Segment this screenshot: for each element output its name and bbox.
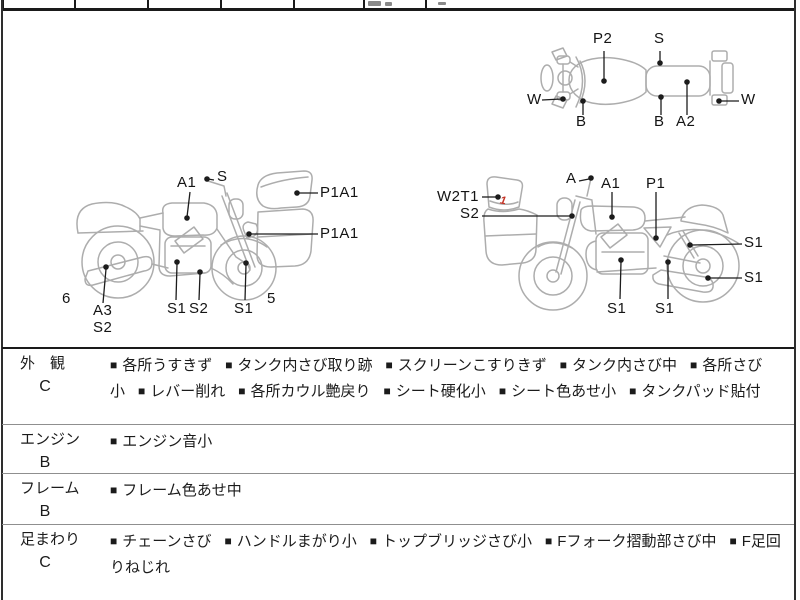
marker-label-s2: S2 — [93, 319, 113, 336]
category-label: 外 観 — [20, 355, 66, 372]
marker-label-s1-frame: S1 — [655, 300, 675, 317]
condition-item: Fフォーク摺動部さび中 — [557, 533, 717, 550]
bullet-icon: ■ — [369, 534, 378, 548]
condition-item: F足回りねじれ — [110, 533, 781, 576]
bullet-icon: ■ — [690, 358, 698, 372]
marker-label-s1-wheel: S1 — [744, 269, 764, 286]
bullet-icon: ■ — [138, 384, 146, 398]
bullet-icon: ■ — [729, 534, 737, 548]
condition-item: ハンドルまがり小 — [236, 533, 357, 550]
marker-label-6: 6 — [62, 290, 71, 307]
condition-items: ■ 各所うすきず ■ タンク内さび取り跡 ■ スクリーンこすりきず ■ タンク内さび中 ■各所さ… — [110, 353, 782, 405]
grade-value: C — [39, 378, 51, 395]
marker-label-s2-engine: S2 — [189, 300, 209, 317]
bullet-icon: ■ — [224, 534, 232, 548]
condition-item: シート硬化小 — [395, 383, 486, 400]
bullet-icon: ■ — [629, 384, 637, 398]
bullet-icon: ■ — [110, 534, 118, 548]
condition-item: エンジン音小 — [122, 433, 213, 450]
cropped-text-remnant — [438, 2, 446, 5]
marker-label-a3: A3 — [93, 302, 113, 319]
cell-divider — [293, 0, 295, 9]
condition-item: タンクパッド貼付 — [641, 383, 761, 400]
condition-item: 各所さび小 — [110, 357, 763, 400]
cell-divider — [2, 0, 4, 9]
marker-label-p1a1-lower: P1A1 — [320, 225, 359, 242]
condition-item: シート色あせ小 — [511, 383, 617, 400]
condition-item: 各所うすきず — [122, 357, 213, 374]
table-row-exterior: 外 観 C ■ 各所うすきず ■ タンク内さび取り跡 ■ スクリーンこすりきず ■ タンク内さ… — [2, 349, 794, 424]
marker-label-p1a1-upper: P1A1 — [320, 184, 359, 201]
table-top-border — [2, 347, 794, 349]
top-row-bottom-border — [2, 8, 794, 11]
condition-item: トップブリッジさび小 — [382, 533, 533, 550]
bullet-icon: ■ — [110, 358, 118, 372]
sheet-right-border — [794, 0, 796, 600]
sheet-left-border — [1, 0, 3, 600]
marker-label-s1-fork: S1 — [234, 300, 254, 317]
marker-label-b-mid: B — [654, 113, 665, 130]
marker-label-w-right: W — [741, 91, 756, 108]
condition-item: タンク内さび中 — [571, 357, 677, 374]
bullet-icon: ■ — [110, 483, 118, 497]
bullet-icon: ■ — [385, 358, 393, 372]
table-row-frame: フレーム B ■ フレーム色あせ中 — [2, 473, 794, 525]
marker-label-s1-shock: S1 — [744, 234, 764, 251]
marker-label-p2: P2 — [593, 30, 613, 47]
marker-label-a2: A2 — [676, 113, 696, 130]
marker-label-s: S — [654, 30, 665, 47]
marker-label-s1-engine: S1 — [167, 300, 187, 317]
leader-lines — [102, 51, 743, 304]
condition-item: 各所カウル艶戻り — [250, 383, 371, 400]
condition-item: スクリーンこすりきず — [397, 357, 547, 374]
left-side-view-drawing — [76, 170, 314, 301]
marker-label-s1-engine: S1 — [607, 300, 627, 317]
category-label: フレーム — [20, 480, 80, 497]
bullet-icon: ■ — [545, 534, 553, 548]
condition-item: チェーンさび — [122, 533, 212, 550]
condition-item: タンク内さび取り跡 — [237, 357, 373, 374]
bullet-icon: ■ — [559, 358, 567, 372]
marker-label-p1: P1 — [646, 175, 666, 192]
bullet-icon: ■ — [498, 384, 507, 398]
condition-items: ■ フレーム色あせ中 — [110, 478, 782, 504]
category-label: エンジン — [20, 431, 81, 448]
marker-label-w-left: W — [527, 91, 542, 108]
cell-divider — [425, 0, 427, 9]
condition-items: ■ チェーンさび ■ ハンドルまがり小 ■ トップブリッジさび小 ■ Fフォーク摺動部さび中 ■… — [110, 529, 782, 580]
cell-divider — [220, 0, 222, 9]
marker-label-b-left: B — [576, 113, 587, 130]
bullet-icon: ■ — [383, 384, 391, 398]
grade-value: C — [39, 554, 51, 571]
bullet-icon: ■ — [110, 434, 118, 448]
marker-label-a1: A1 — [601, 175, 621, 192]
category-label: 足まわり — [20, 531, 81, 548]
cropped-text-remnant — [368, 1, 381, 6]
marker-label-5: 5 — [267, 290, 276, 307]
marker-dots — [103, 60, 722, 281]
cropped-text-remnant — [385, 2, 392, 6]
marker-label-a: A — [566, 170, 577, 187]
grade-value: B — [39, 454, 51, 471]
right-side-view-drawing — [483, 176, 740, 311]
table-row-engine: エンジン B ■ エンジン音小 — [2, 424, 794, 474]
bullet-icon: ■ — [225, 358, 233, 372]
table-row-undercarriage: 足まわり C ■ チェーンさび ■ ハンドルまがり小 ■ トップブリッジさび小 ■ Fフォーク… — [2, 524, 794, 600]
condition-item: フレーム色あせ中 — [122, 482, 242, 499]
grade-value: B — [39, 503, 51, 520]
cell-divider — [363, 0, 365, 9]
cell-divider — [74, 0, 76, 9]
cell-divider — [147, 0, 149, 9]
bullet-icon: ■ — [238, 384, 246, 398]
marker-label-s: S — [217, 168, 228, 185]
top-view-drawing — [540, 47, 734, 109]
condition-item: レバー削れ — [150, 383, 226, 400]
marker-label-a1: A1 — [177, 174, 197, 191]
marker-label-w2t1: W2T1 — [437, 188, 480, 205]
marker-label-s2: S2 — [460, 205, 480, 222]
condition-items: ■ エンジン音小 — [110, 429, 782, 455]
